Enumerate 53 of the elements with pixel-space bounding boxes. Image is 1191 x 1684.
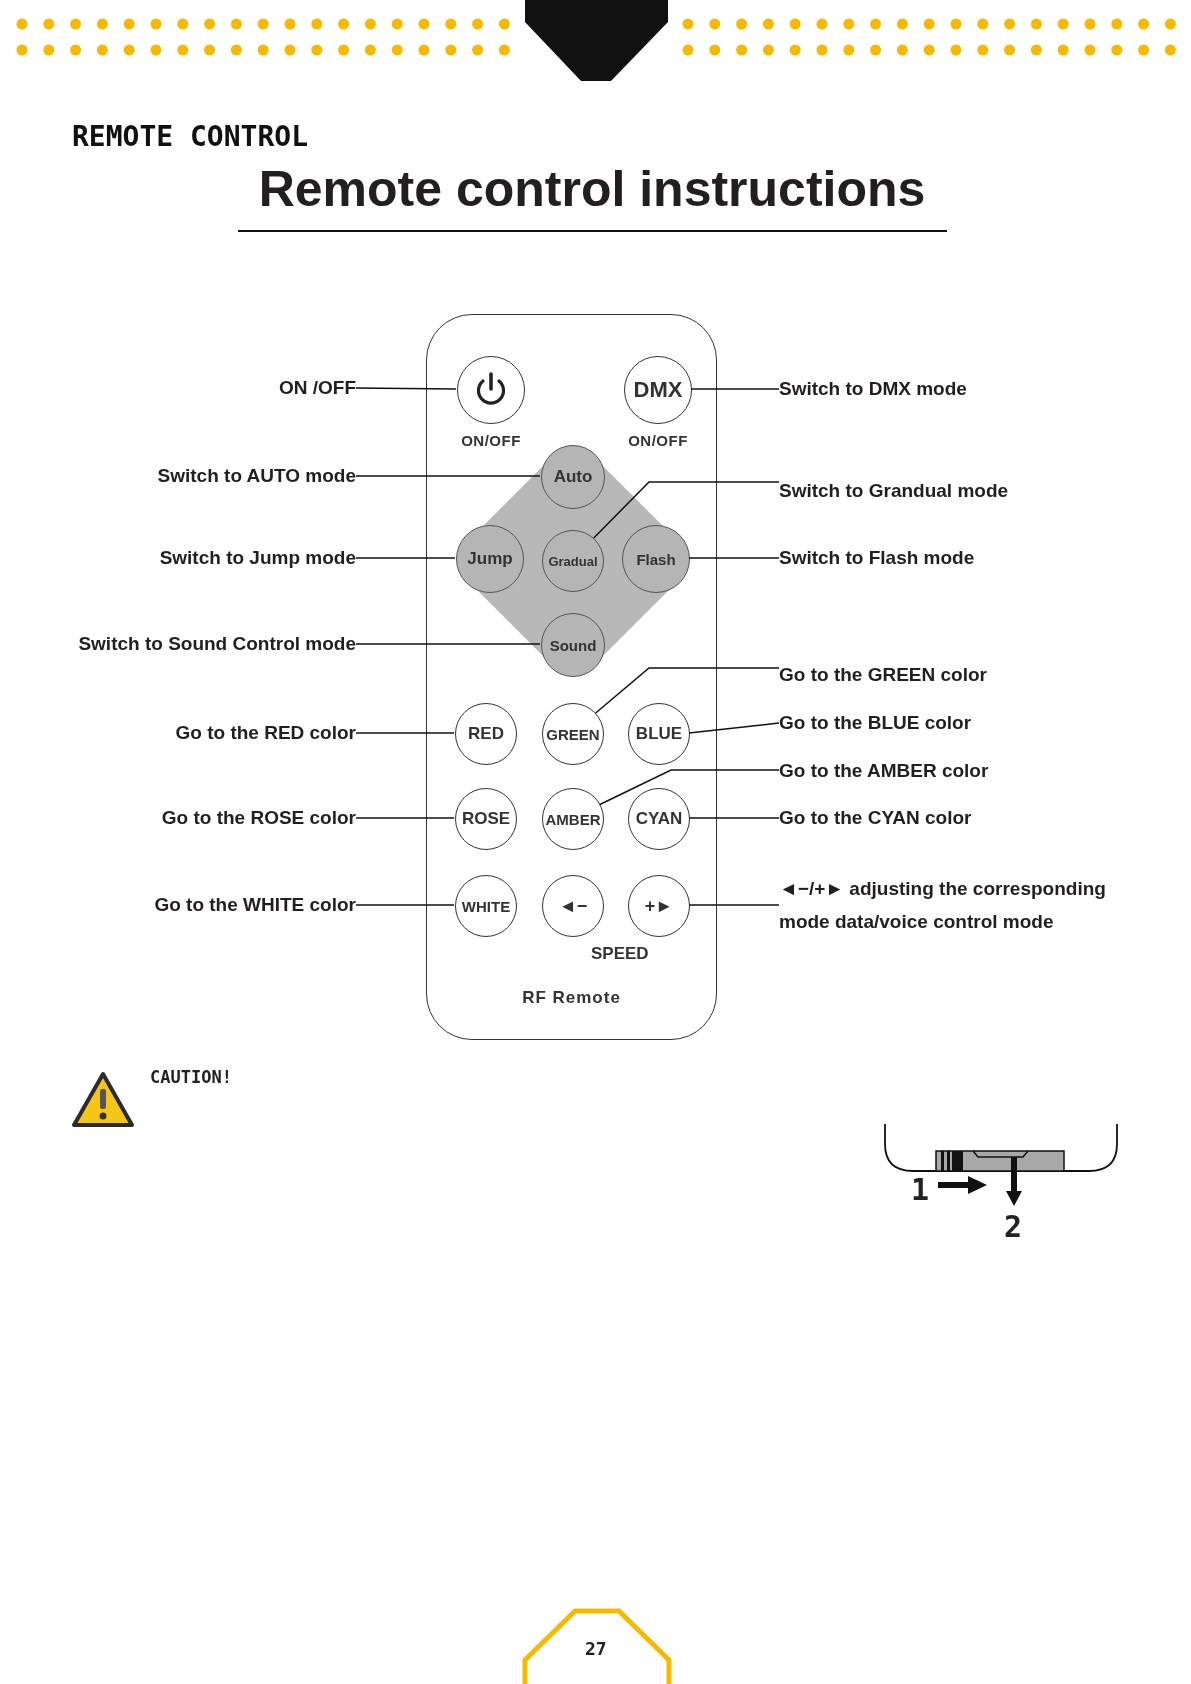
remote-button: +► — [628, 875, 690, 937]
leader-line — [355, 732, 455, 734]
page-title: Remote control instructions — [257, 160, 927, 218]
button-caption: ON/OFF — [628, 432, 688, 449]
callout-text: Go to the CYAN color — [779, 806, 1129, 830]
remote-button: WHITE — [455, 875, 517, 937]
remote-button: Auto — [541, 445, 605, 509]
callout-text: ◄−/+► adjusting the corresponding mode data/voice control mode — [779, 871, 1129, 938]
remote-button: ROSE — [455, 788, 517, 850]
callout-text: Go to the GREEN color — [779, 663, 1129, 687]
callout-text: Switch to Grandual mode — [779, 479, 1129, 503]
callout-text: Switch to DMX mode — [779, 377, 1129, 401]
leader-line — [688, 722, 780, 734]
leader-line — [688, 904, 780, 906]
remote-button: BLUE — [628, 703, 690, 765]
callout-text: Switch to Jump mode — [20, 546, 356, 570]
leader-line — [355, 387, 457, 390]
leader-line — [688, 817, 780, 819]
callout-text: Switch to AUTO mode — [20, 464, 356, 488]
callout-text: Switch to Sound Control mode — [20, 632, 356, 656]
caution-label: CAUTION! — [150, 1067, 232, 1087]
remote-button: GREEN — [542, 703, 604, 765]
step-number: 1 — [911, 1172, 930, 1207]
callout-text: Go to the AMBER color — [779, 759, 1129, 783]
callout-text: Go to the WHITE color — [20, 893, 356, 917]
remote-button: CYAN — [628, 788, 690, 850]
remote-button: Jump — [456, 525, 524, 593]
leader-line — [355, 817, 455, 819]
leader-line — [355, 557, 456, 559]
leader-line — [688, 557, 780, 559]
leader-line — [355, 475, 541, 477]
step-number: 2 — [1004, 1209, 1023, 1244]
remote-button: ◄− — [542, 875, 604, 937]
section-heading: REMOTE CONTROL — [72, 120, 308, 153]
button-caption: ON/OFF — [461, 432, 521, 449]
remote-control-body — [426, 314, 717, 1040]
leader-line — [594, 667, 780, 714]
speed-label: SPEED — [591, 944, 649, 964]
callout-text: Go to the ROSE color — [20, 806, 356, 830]
remote-button: AMBER — [542, 788, 604, 850]
remote-button: DMX — [624, 356, 692, 424]
leader-line — [593, 481, 780, 539]
callout-text: Switch to Flash mode — [779, 546, 1129, 570]
leader-line — [599, 769, 780, 806]
callout-text: ON /OFF — [20, 376, 356, 400]
leader-line — [355, 643, 541, 645]
leader-line — [355, 904, 455, 906]
leader-line — [690, 388, 780, 390]
remote-button: RED — [455, 703, 517, 765]
remote-model-text: RF Remote — [521, 988, 622, 1008]
callout-text: Go to the BLUE color — [779, 711, 1129, 735]
page-number: 27 — [585, 1638, 607, 1659]
callout-text: Go to the RED color — [20, 721, 356, 745]
